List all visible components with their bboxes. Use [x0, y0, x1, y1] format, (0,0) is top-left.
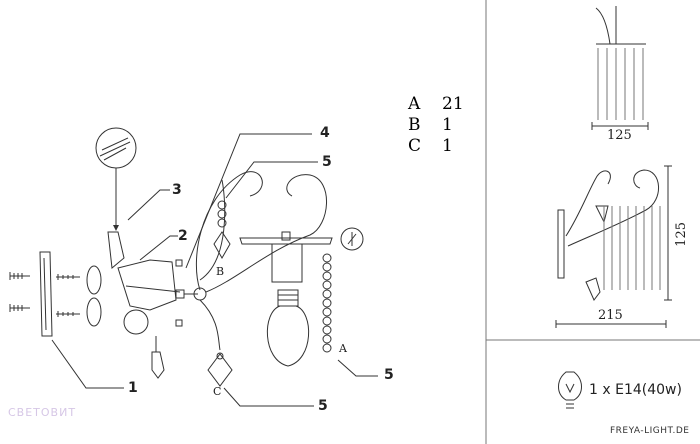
parts-qty: 21	[442, 94, 464, 114]
parts-row-c: C 1	[408, 136, 464, 157]
bead-letter-c: C	[213, 385, 222, 398]
watermark: СВЕТОВИТ	[8, 406, 77, 419]
bead-b	[213, 200, 231, 260]
front-view	[591, 6, 649, 130]
screws	[9, 265, 102, 327]
parts-row-a: A 21	[408, 94, 464, 115]
canopy	[107, 231, 207, 379]
bulb	[267, 289, 309, 367]
dimension-side-height: 125	[674, 222, 689, 247]
hook-detail	[340, 227, 364, 251]
callout-1: 1	[128, 380, 138, 396]
lamp-bulb-icon	[558, 371, 582, 409]
wall-plate	[39, 251, 53, 337]
wire-detail	[95, 127, 137, 169]
bulb-holder	[239, 231, 333, 283]
parts-row-b: B 1	[408, 115, 464, 136]
callout-4: 4	[320, 125, 330, 141]
parts-key: B	[408, 115, 421, 135]
bead-letter-b: B	[216, 265, 225, 278]
bead-c	[207, 352, 233, 387]
decorative-arms	[195, 171, 327, 351]
callout-3: 3	[172, 182, 182, 198]
bead-string-a	[322, 253, 332, 353]
callout-5-right: 5	[384, 367, 394, 383]
dimension-front-width: 125	[607, 128, 632, 143]
lamp-spec: 1 x E14(40w)	[589, 382, 682, 398]
leader-lines	[51, 133, 378, 407]
dimension-side-depth: 215	[598, 308, 623, 323]
site-label: FREYA-LIGHT.DE	[610, 426, 690, 436]
side-view	[555, 165, 672, 328]
parts-key: A	[408, 94, 421, 114]
parts-qty: 1	[442, 136, 453, 156]
parts-key: C	[408, 136, 422, 156]
parts-qty: 1	[442, 115, 453, 135]
callout-2: 2	[178, 228, 188, 244]
callout-5-top: 5	[322, 154, 332, 170]
callout-5-bottom: 5	[318, 398, 328, 414]
bead-letter-a: A	[339, 342, 347, 355]
parts-list: A 21 B 1 C 1	[408, 94, 464, 157]
